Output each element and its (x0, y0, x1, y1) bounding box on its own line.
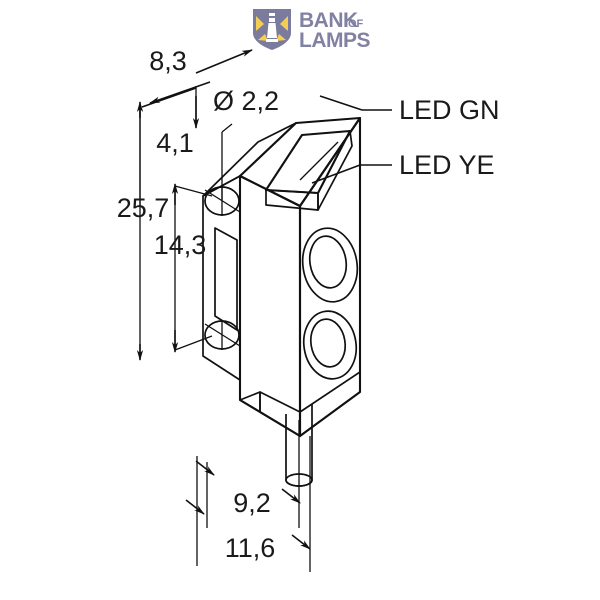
logo-line1: BANK (299, 9, 358, 32)
logo-line2: LAMPS (299, 29, 370, 52)
lens-upper (301, 227, 359, 303)
dimension-label-hole-offset-top: 4,1 (156, 128, 194, 158)
dimension-label-cable-offset: 9,2 (233, 488, 271, 518)
logo-line1-suffix: OF (348, 18, 364, 30)
sensor-3d-body (202, 116, 362, 487)
shield-icon (253, 9, 291, 50)
callout-label-led-yellow: LED YE (399, 150, 495, 180)
dimension-label-hole-spacing: 14,3 (154, 230, 207, 260)
lens-lower (302, 310, 358, 380)
dimension-label-hole-diameter: Ø 2,2 (213, 86, 279, 116)
dimension-label-width-top: 8,3 (149, 46, 187, 76)
dimension-label-body-depth: 11,6 (225, 533, 276, 563)
dimension-label-body-height: 25,7 (117, 193, 170, 223)
bank-of-lamps-logo: BANK OF LAMPS (253, 9, 371, 52)
dimension-lines (136, 49, 392, 572)
callout-label-led-green: LED GN (399, 95, 500, 125)
mounting-hole-lower (204, 320, 241, 350)
